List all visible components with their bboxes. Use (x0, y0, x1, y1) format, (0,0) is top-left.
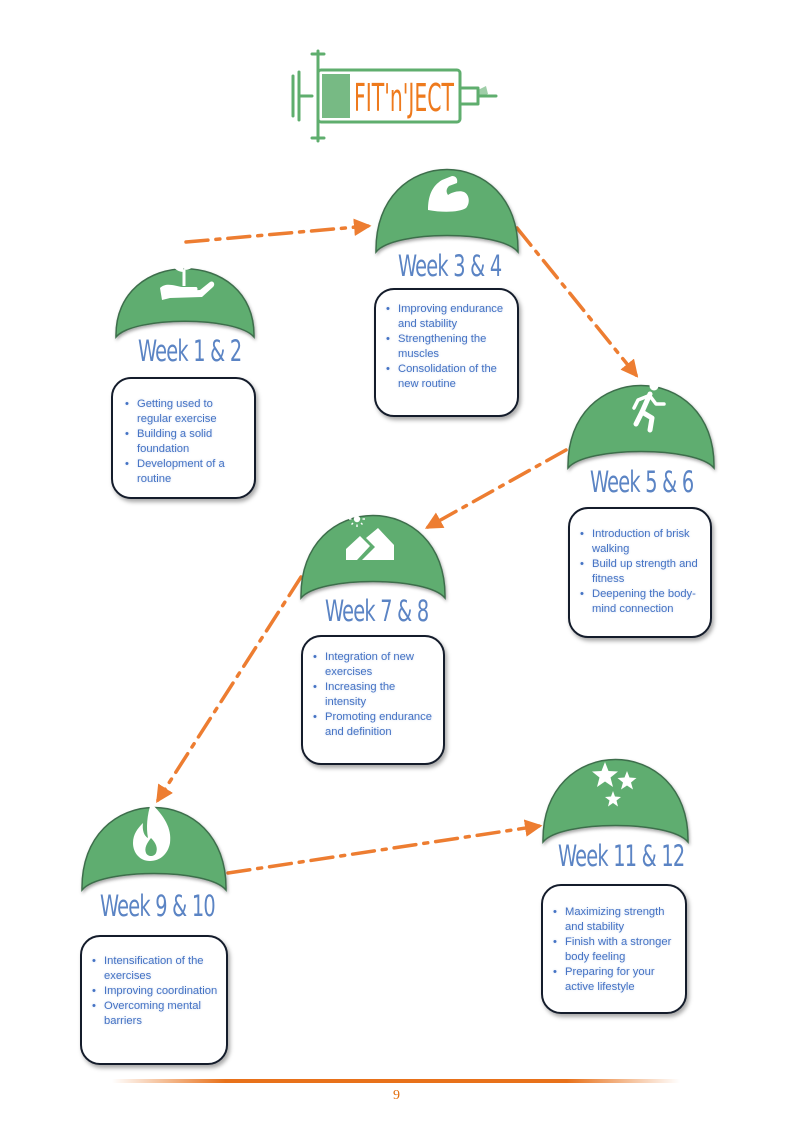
week-7-bullet-3: Promoting endurance and definition (313, 710, 435, 740)
runner-icon (632, 381, 666, 433)
week-1-dome (115, 256, 255, 339)
week-11-title: Week 11 & 12 (558, 839, 685, 873)
logo-text: FIT'n'JECT (354, 76, 454, 120)
footer-divider (112, 1079, 680, 1083)
week-9-card: Intensification of the exercises Improvi… (80, 935, 228, 1065)
week-7-title: Week 7 & 8 (325, 594, 429, 628)
week-3-bullet-3: Consolidation of the new routine (386, 362, 509, 392)
week-9-title: Week 9 & 10 (100, 889, 216, 923)
week-11-bullet-3: Preparing for your active lifestyle (553, 965, 677, 995)
arrow-week1-to-week3 (184, 218, 372, 244)
week-7-bullet-2: Increasing the intensity (313, 680, 435, 710)
week-11-bullet-1: Maximizing strength and stability (553, 905, 677, 935)
fitnject-syringe-logo: FIT'n'JECT (291, 49, 498, 143)
week-7-dome (300, 511, 446, 601)
week-5-bullet-2: Build up strength and fitness (580, 557, 702, 587)
week-1-title: Week 1 & 2 (138, 334, 242, 368)
week-11-bullet-2: Finish with a stronger body feeling (553, 935, 677, 965)
plant-in-hand-icon (160, 256, 215, 300)
week-9-bullet-1: Intensification of the exercises (92, 954, 218, 984)
week-11-card: Maximizing strength and stability Finish… (541, 884, 687, 1014)
arrow-week9-to-week11 (226, 819, 543, 875)
week-3-bullet-2: Strengthening the muscles (386, 332, 509, 362)
week-1-bullet-3: Development of a routine (125, 457, 244, 487)
week-5-title: Week 5 & 6 (590, 465, 694, 499)
week-11-dome (542, 758, 689, 845)
week-7-bullet-1: Integration of new exercises (313, 650, 435, 680)
week-1-card: Getting used to regular exercise Buildin… (111, 377, 256, 499)
arrow-week3-to-week5 (515, 226, 639, 378)
week-9-bullet-3: Overcoming mental barriers (92, 999, 218, 1029)
flexed-arm-icon (428, 176, 469, 212)
page-number: 9 (393, 1088, 400, 1103)
arrow-week5-to-week7 (424, 448, 568, 529)
week-3-title: Week 3 & 4 (398, 249, 502, 283)
stars-icon (592, 762, 637, 807)
week-5-bullet-1: Introduction of brisk walking (580, 527, 702, 557)
week-9-dome (81, 803, 227, 893)
week-5-dome (567, 381, 715, 471)
week-3-card: Improving endurance and stability Streng… (374, 288, 519, 417)
week-3-bullet-1: Improving endurance and stability (386, 302, 509, 332)
week-9-bullet-2: Improving coordination (92, 984, 218, 999)
week-3-dome (375, 168, 519, 255)
flame-icon (133, 803, 171, 861)
week-7-card: Integration of new exercises Increasing … (301, 635, 445, 765)
arrow-week7-to-week9 (156, 575, 303, 803)
week-1-bullet-1: Getting used to regular exercise (125, 397, 244, 427)
week-5-card: Introduction of brisk walking Build up s… (568, 507, 712, 638)
week-5-bullet-3: Deepening the body-mind connection (580, 587, 702, 617)
mountain-sun-icon (346, 511, 394, 560)
week-1-bullet-2: Building a solid foundation (125, 427, 244, 457)
